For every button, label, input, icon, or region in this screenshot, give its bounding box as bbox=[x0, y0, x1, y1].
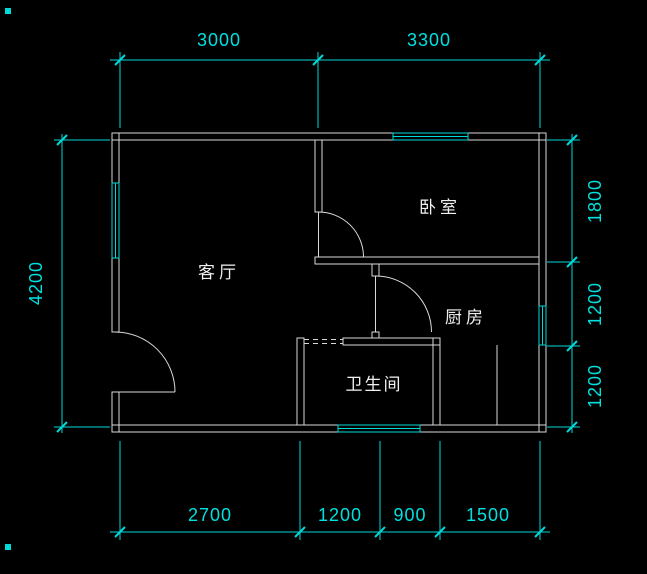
room-label-living-room: 客厅 bbox=[198, 263, 240, 282]
window-top bbox=[392, 132, 469, 141]
wall-top-left-segment bbox=[111, 132, 394, 141]
window-right bbox=[538, 305, 547, 346]
dimension-tick bbox=[566, 256, 578, 268]
dimension-tick bbox=[566, 340, 578, 352]
dimension-tick bbox=[56, 421, 68, 433]
dim-value-top-right: 3300 bbox=[407, 30, 451, 50]
dimension-tick bbox=[312, 54, 324, 66]
dimension-tick bbox=[114, 54, 126, 66]
room-label-bathroom: 卫生间 bbox=[346, 375, 403, 394]
dimension-tick bbox=[56, 134, 68, 146]
dimension-tick bbox=[434, 526, 446, 538]
dimension-tick bbox=[294, 526, 306, 538]
dim-value-top-left: 3000 bbox=[197, 30, 241, 50]
wall-bedroom-bottom bbox=[314, 256, 540, 265]
wall-bottom-right-segment bbox=[419, 424, 547, 433]
dimension-tick bbox=[374, 526, 386, 538]
doors bbox=[114, 211, 432, 393]
window-bottom bbox=[337, 424, 421, 433]
bathroom-sliding-door bbox=[304, 339, 343, 344]
dimension-right: 1800 1200 1200 bbox=[547, 134, 605, 433]
door-swing-arc bbox=[318, 211, 364, 258]
dim-value-bottom-4: 1500 bbox=[466, 505, 510, 525]
dimension-bottom: 2700 1200 900 1500 bbox=[110, 441, 550, 540]
room-label-bedroom: 卧室 bbox=[419, 198, 461, 217]
wall-top-right-segment bbox=[467, 132, 547, 141]
wall-bottom-left-segment bbox=[111, 424, 339, 433]
dim-value-right-1: 1800 bbox=[585, 179, 605, 223]
room-labels: 客厅 卧室 厨房 卫生间 bbox=[198, 198, 487, 394]
dimension-top: 3000 3300 bbox=[110, 30, 550, 128]
wall-left-mid-segment bbox=[111, 257, 120, 333]
wall-living-bedroom bbox=[314, 139, 323, 213]
dimension-tick bbox=[114, 526, 126, 538]
wall-right-bottom-segment bbox=[538, 344, 547, 433]
wall-bathroom-left bbox=[296, 337, 305, 426]
dim-value-bottom-3: 900 bbox=[393, 505, 426, 525]
window-left bbox=[111, 182, 120, 259]
dim-value-bottom-1: 2700 bbox=[188, 505, 232, 525]
dim-value-bottom-2: 1200 bbox=[318, 505, 362, 525]
dim-value-right-2: 1200 bbox=[585, 282, 605, 326]
bedroom-door bbox=[318, 211, 364, 258]
wall-kitchen-left-lower-stub bbox=[371, 331, 380, 339]
wall-bathroom-right bbox=[432, 337, 441, 426]
dimension-tick bbox=[566, 421, 578, 433]
dimension-tick bbox=[566, 134, 578, 146]
door-swing-arc bbox=[375, 275, 432, 333]
windows bbox=[111, 132, 547, 433]
dimension-tick bbox=[534, 526, 546, 538]
door-swing-arc bbox=[114, 331, 176, 393]
wall-kitchen-left-upper-stub bbox=[371, 263, 380, 277]
wall-bathroom-top bbox=[342, 337, 441, 346]
dim-value-right-3: 1200 bbox=[585, 364, 605, 408]
kitchen-door bbox=[375, 275, 432, 333]
room-label-kitchen: 厨房 bbox=[445, 308, 487, 327]
wall-right-top-segment bbox=[538, 132, 547, 307]
entry-door bbox=[114, 331, 176, 393]
walls bbox=[111, 132, 547, 433]
wall-left-bottom-segment bbox=[111, 391, 120, 433]
dimension-tick bbox=[534, 54, 546, 66]
corner-marker-top-left bbox=[5, 8, 11, 14]
dim-value-left: 4200 bbox=[26, 261, 46, 305]
corner-marker-bottom-left bbox=[5, 544, 11, 550]
dimension-left: 4200 bbox=[26, 134, 110, 433]
